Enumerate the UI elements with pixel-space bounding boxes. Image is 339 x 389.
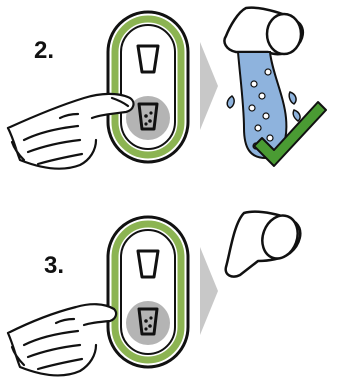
step-2-illustration bbox=[0, 0, 339, 190]
arrow-right-icon bbox=[200, 247, 218, 335]
step-2: 2. bbox=[0, 0, 339, 190]
hand-icon bbox=[8, 304, 116, 375]
arrow-right-icon bbox=[200, 42, 218, 130]
sparkling-glass-button[interactable] bbox=[126, 301, 170, 345]
faucet-icon bbox=[224, 8, 302, 54]
step-3: 3. bbox=[0, 195, 339, 389]
faucet-icon bbox=[226, 211, 304, 277]
step-3-illustration bbox=[0, 195, 339, 389]
